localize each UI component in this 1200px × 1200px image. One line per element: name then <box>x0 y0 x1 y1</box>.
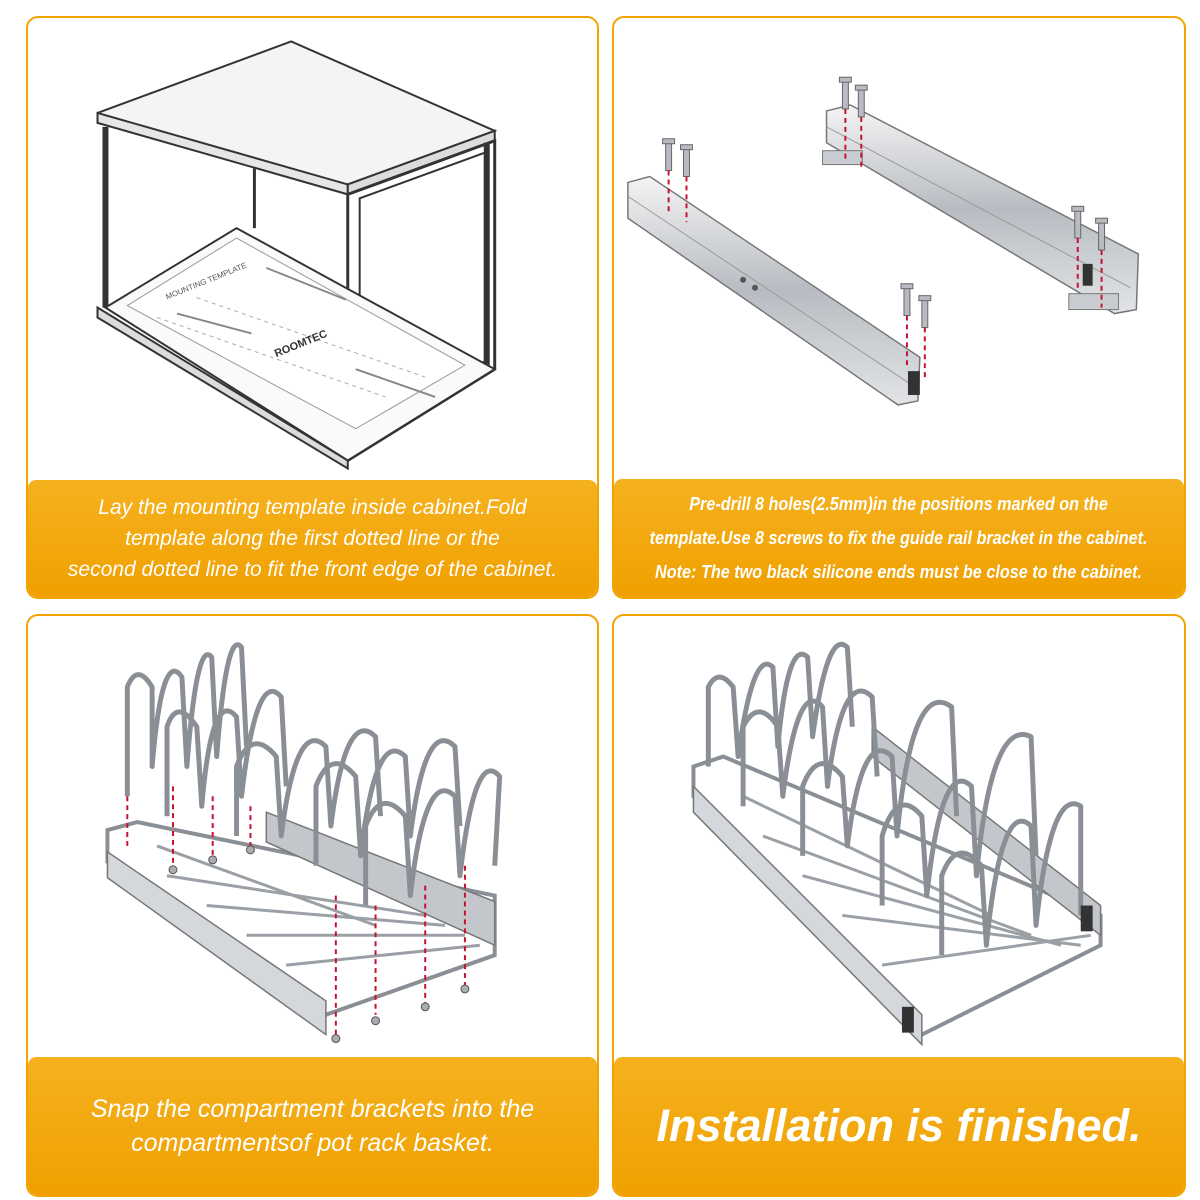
finished-pot-rack-illustration <box>614 616 1184 1056</box>
step-1-panel: MOUNTING TEMPLATE ROOMTEC Lay the mounti… <box>26 16 599 599</box>
step-2-caption: Pre-drill 8 holes(2.5mm)in the positions… <box>614 479 1184 597</box>
caption-line: Lay the mounting template inside cabinet… <box>98 496 527 519</box>
caption-line: Pre-drill 8 holes(2.5mm)in the positions… <box>689 494 1109 514</box>
caption-line: compartmentsof pot rack basket. <box>131 1129 494 1157</box>
step-1-caption: Lay the mounting template inside cabinet… <box>28 480 597 597</box>
step-4-panel: Installation is finished. <box>612 614 1186 1197</box>
cabinet-illustration: MOUNTING TEMPLATE ROOMTEC <box>28 18 597 478</box>
caption-line: Installation is finished. <box>656 1100 1142 1151</box>
caption-line: second dotted line to fit the front edge… <box>67 558 558 581</box>
step-3-panel: Snap the compartment brackets into the c… <box>26 614 599 1197</box>
guide-rails-illustration <box>614 18 1184 478</box>
caption-line: template.Use 8 screws to fix the guide r… <box>650 528 1148 548</box>
step-2-panel: Pre-drill 8 holes(2.5mm)in the positions… <box>612 16 1186 599</box>
pot-rack-brackets-illustration <box>28 616 597 1056</box>
step-4-caption: Installation is finished. <box>614 1057 1184 1195</box>
caption-line: template along the first dotted line or … <box>125 527 500 550</box>
step-3-caption: Snap the compartment brackets into the c… <box>28 1057 597 1195</box>
caption-line: Snap the compartment brackets into the <box>90 1095 535 1123</box>
caption-line: Note: The two black silicone ends must b… <box>655 562 1143 582</box>
